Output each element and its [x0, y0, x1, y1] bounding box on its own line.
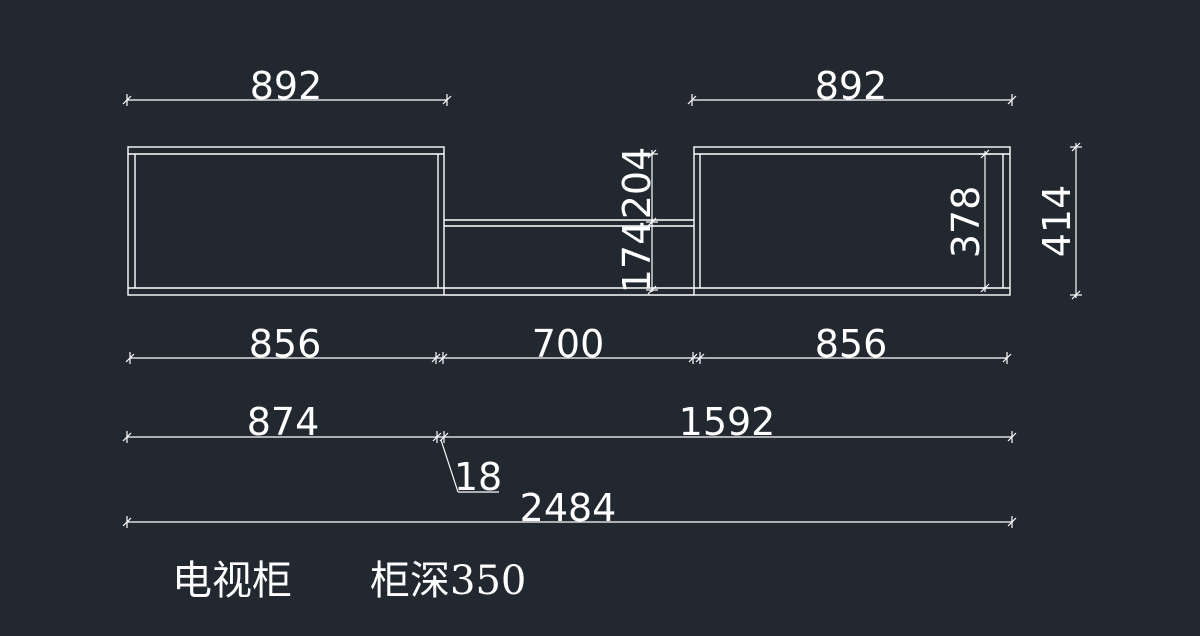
dim-leader-offset [440, 439, 499, 493]
dim-right-inner: 378 [944, 186, 988, 259]
dim-middle-lower: 174 [615, 221, 659, 294]
right-cabinet [693, 146, 1011, 296]
left-cabinet [127, 146, 445, 296]
dim-middle-span: 700 [532, 322, 605, 366]
dim-line-middle-vertical [646, 149, 658, 295]
caption-depth: 柜深350 [370, 558, 526, 604]
caption-name: 电视柜 [172, 558, 292, 604]
right-cabinet-outer [693, 146, 1011, 296]
dim-left-total: 874 [247, 400, 320, 444]
dim-right-cabinet: 856 [815, 322, 888, 366]
dim-line-right-inner [979, 149, 991, 293]
dim-line-overall-height [1070, 142, 1082, 300]
dim-overall-height: 414 [1035, 185, 1079, 258]
dim-right-total: 1592 [679, 400, 776, 444]
dimension-labels: 892 892 204 174 378 414 856 700 856 874 … [247, 64, 1079, 530]
dim-line-top-left [122, 94, 452, 106]
dim-line-row-two [122, 431, 1017, 443]
cabinet-drawing [127, 146, 1011, 296]
dimension-lines [122, 94, 1082, 528]
dim-offset: 18 [454, 455, 502, 499]
dim-top-left: 892 [250, 64, 323, 108]
dim-top-right: 892 [815, 64, 888, 108]
dim-overall-length: 2484 [520, 486, 617, 530]
left-cabinet-outer [127, 146, 445, 296]
dim-middle-upper: 204 [615, 147, 659, 220]
drawing-caption: 电视柜 柜深350 [172, 558, 526, 604]
dim-line-row-three [125, 352, 1012, 364]
dim-line-top-right [687, 94, 1017, 106]
dim-left-cabinet: 856 [249, 322, 322, 366]
dim-line-overall [122, 516, 1017, 528]
